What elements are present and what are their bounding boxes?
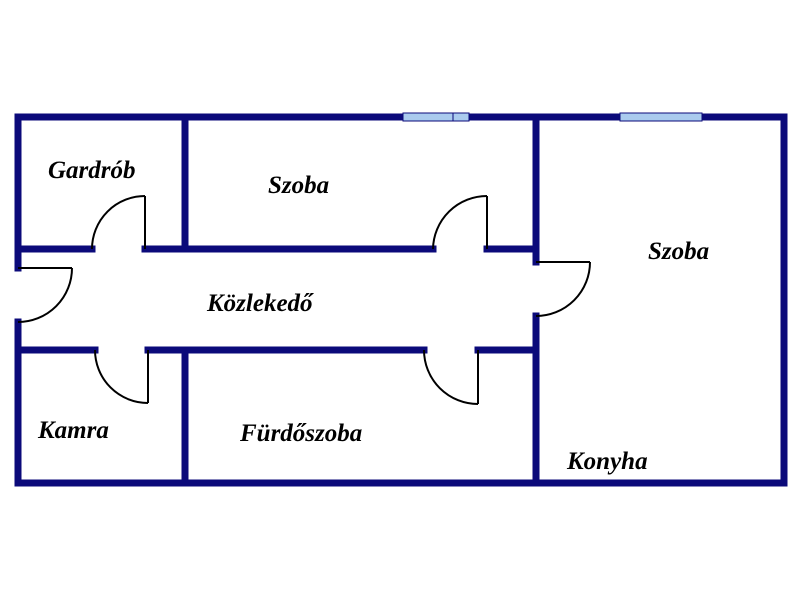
room-label-szoba-1: Szoba <box>268 172 329 199</box>
doors <box>17 195 591 405</box>
door-furdoszoba-arc <box>423 349 479 405</box>
door-szoba-1 <box>432 195 488 250</box>
room-label-kozlekedo: Közlekedő <box>206 290 314 317</box>
door-entrance-arc <box>17 267 73 323</box>
room-label-konyha: Konyha <box>566 448 648 475</box>
door-szoba-2 <box>535 261 591 317</box>
door-kamra-arc <box>94 349 149 404</box>
room-label-gardrob: Gardrób <box>48 157 136 184</box>
door-furdoszoba <box>423 349 479 405</box>
door-szoba-2-arc <box>535 261 591 317</box>
door-gardrob <box>91 195 146 250</box>
windows <box>402 112 703 122</box>
window-szoba-2 <box>619 112 703 122</box>
door-entrance <box>17 267 73 323</box>
room-label-szoba-2: Szoba <box>648 238 709 265</box>
room-label-furdoszoba: Fürdőszoba <box>239 420 362 447</box>
door-szoba-1-arc <box>432 195 488 250</box>
window-szoba-1 <box>402 112 470 122</box>
door-kamra <box>94 349 149 404</box>
door-gardrob-arc <box>91 195 146 250</box>
room-labels: Gardrób Szoba Szoba Közlekedő Kamra Fürd… <box>37 157 709 475</box>
room-label-kamra: Kamra <box>37 417 109 444</box>
